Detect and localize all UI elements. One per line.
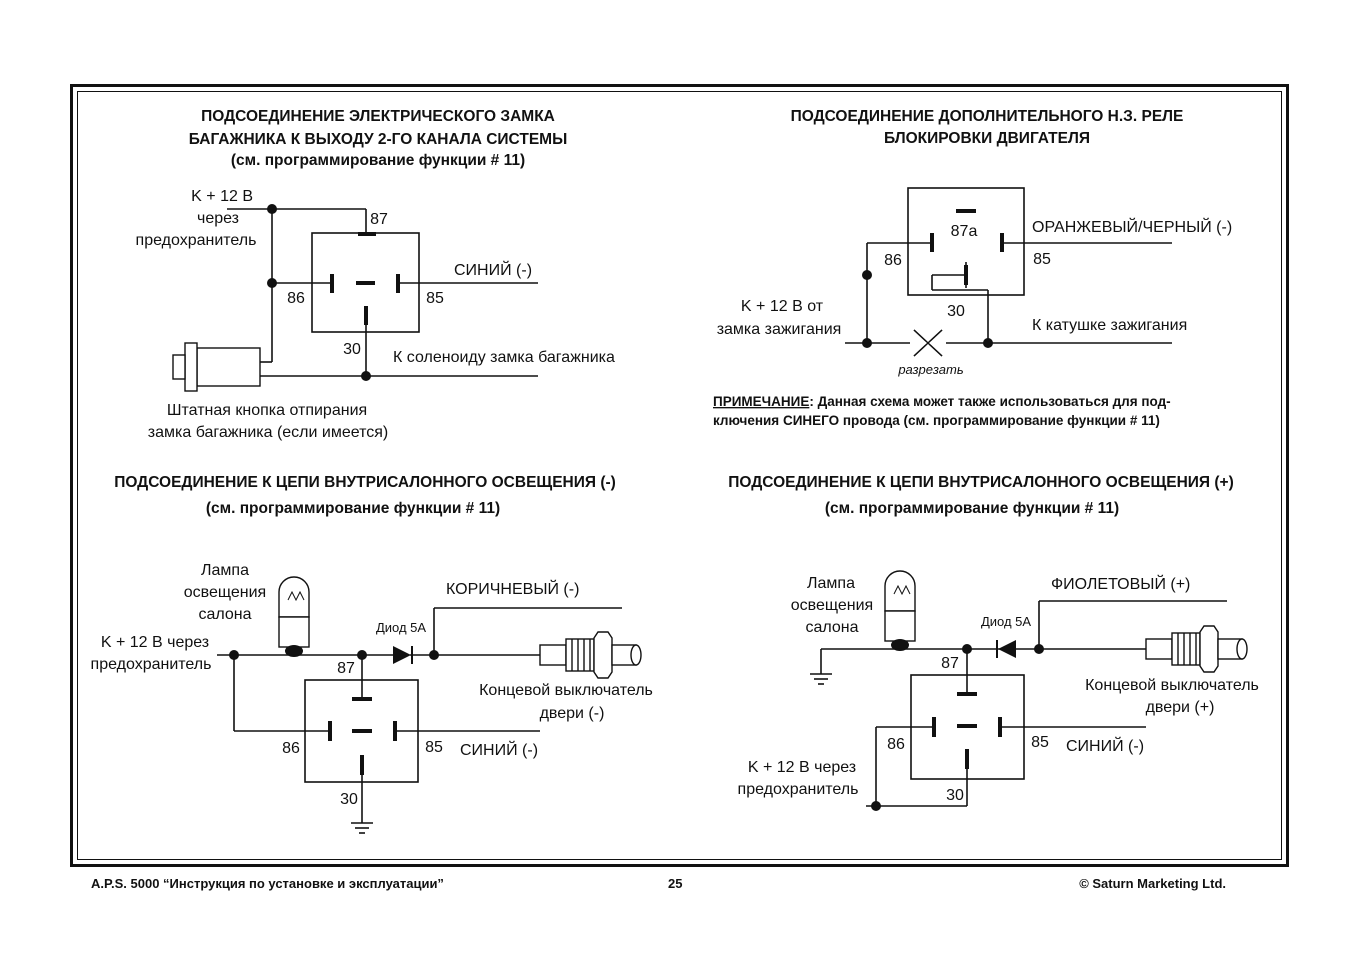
immo-relay-contacts (930, 209, 1004, 285)
trunk-power-label-2: через (197, 210, 239, 227)
light-neg-pin-30: 30 (340, 791, 358, 808)
light-pos-pin-87: 87 (941, 655, 959, 672)
trunk-junctions (267, 204, 371, 381)
trunk-title-line-1: ПОДСОЕДИНЕНИЕ ЭЛЕКТРИЧЕСКОГО ЗАМКА (201, 108, 555, 125)
immo-junctions (862, 270, 993, 348)
light-neg-switch-label-2: двери (-) (540, 705, 605, 722)
light-pos-relay-body (910, 674, 1025, 780)
immo-note-line-1: ПРИМЕЧАНИЕ: Данная схема может также исп… (713, 394, 1171, 409)
immo-title-line-1: ПОДСОЕДИНЕНИЕ ДОПОЛНИТЕЛЬНОГО Н.З. РЕЛЕ (791, 108, 1184, 125)
light-pos-junctions (871, 644, 1044, 811)
page-frame-inner (77, 91, 1282, 860)
light-neg-wires (217, 607, 622, 834)
trunk-power-label-3: предохранитель (136, 232, 257, 249)
immo-power-label-1: K + 12 В от (741, 298, 824, 315)
light-pos-wire-blue: СИНИЙ (-) (1066, 736, 1144, 755)
trunk-relay-contacts (330, 232, 400, 325)
light-pos-lamp-label-3: салона (805, 619, 858, 636)
immo-pin-86: 86 (884, 252, 902, 269)
light-neg-door-switch-icon (539, 631, 642, 679)
immo-pin-85: 85 (1033, 251, 1051, 268)
trunk-button-label-1: Штатная кнопка отпирания (167, 402, 367, 419)
light-pos-switch-label-2: двери (+) (1146, 699, 1215, 716)
immo-title-line-2: БЛОКИРОВКИ ДВИГАТЕЛЯ (884, 130, 1090, 147)
trunk-title-line-3: (см. программирование функции # 11) (231, 152, 525, 169)
footer-manual-title: A.P.S. 5000 “Инструкция по установке и э… (91, 876, 444, 891)
light-pos-lamp-icon (884, 570, 916, 651)
light-pos-pin-85: 85 (1031, 734, 1049, 751)
immo-pin-30: 30 (947, 303, 965, 320)
light-neg-diode-icon (393, 646, 413, 664)
immo-note-text-1: : Данная схема может также использоватьс… (809, 394, 1170, 409)
page-frame-outer (70, 84, 1289, 867)
immo-cut-label: разрезать (897, 362, 963, 377)
footer-copyright: © Saturn Marketing Ltd. (1079, 876, 1226, 891)
light-pos-subtitle: (см. программирование функции # 11) (825, 500, 1119, 517)
light-pos-diode-label: Диод 5А (981, 614, 1031, 629)
light-pos-switch-label-1: Концевой выключатель (1085, 677, 1259, 694)
immo-note-label: ПРИМЕЧАНИЕ (713, 394, 809, 409)
light-neg-relay-body (304, 679, 419, 783)
light-pos-lamp-label-1: Лампа (807, 575, 855, 592)
trunk-section: ПОДСОЕДИНЕНИЕ ЭЛЕКТРИЧЕСКОГО ЗАМКА БАГАЖ… (136, 108, 615, 441)
light-pos-wire-violet: ФИОЛЕТОВЫЙ (+) (1051, 574, 1190, 593)
trunk-wire-blue: СИНИЙ (-) (454, 260, 532, 279)
light-pos-door-switch-icon (1145, 625, 1248, 673)
light-neg-subtitle: (см. программирование функции # 11) (206, 500, 500, 517)
trunk-pin-87: 87 (370, 211, 388, 228)
trunk-button-label-2: замка багажника (если имеется) (148, 424, 388, 441)
light-neg-lamp-icon (278, 576, 310, 657)
light-neg-lamp-label-2: освещения (184, 584, 266, 601)
light-neg-power-label-2: предохранитель (91, 656, 212, 673)
light-neg-diode-label: Диод 5А (376, 620, 426, 635)
immobilizer-section: ПОДСОЕДИНЕНИЕ ДОПОЛНИТЕЛЬНОГО Н.З. РЕЛЕ … (713, 108, 1232, 428)
light-pos-lamp-label-2: освещения (791, 597, 873, 614)
trunk-pin-86: 86 (287, 290, 305, 307)
light-neg-switch-label-1: Концевой выключатель (479, 682, 653, 699)
immo-note-line-2: ключения СИНЕГО провода (см. программиро… (713, 413, 1160, 428)
immo-pin-87a: 87a (951, 223, 978, 240)
light-neg-power-label-1: K + 12 В через (101, 634, 209, 651)
immo-relay-body (907, 187, 1025, 296)
light-neg-junctions (229, 650, 439, 660)
immo-coil-label: К катушке зажигания (1032, 317, 1187, 334)
light-pos-pin-86: 86 (887, 736, 905, 753)
footer-page-number: 25 (668, 876, 683, 891)
light-negative-section: ПОДСОЕДИНЕНИЕ К ЦЕПИ ВНУТРИСАЛОННОГО ОСВ… (91, 474, 653, 834)
trunk-wire-solenoid: К соленоиду замка багажника (393, 349, 615, 366)
trunk-power-label-1: K + 12 В (191, 188, 253, 205)
immo-power-label-2: замка зажигания (717, 321, 842, 338)
trunk-pin-30: 30 (343, 341, 361, 358)
trunk-button-icon (172, 342, 261, 392)
light-pos-power-label-2: предохранитель (738, 781, 859, 798)
light-neg-wire-blue: СИНИЙ (-) (460, 740, 538, 759)
light-neg-lamp-label-1: Лампа (201, 562, 249, 579)
light-pos-title: ПОДСОЕДИНЕНИЕ К ЦЕПИ ВНУТРИСАЛОННОГО ОСВ… (728, 474, 1234, 491)
trunk-pin-85: 85 (426, 290, 444, 307)
light-neg-pin-87: 87 (337, 660, 355, 677)
light-neg-title: ПОДСОЕДИНЕНИЕ К ЦЕПИ ВНУТРИСАЛОННОГО ОСВ… (114, 474, 616, 491)
light-neg-wire-brown: КОРИЧНЕВЫЙ (-) (446, 579, 579, 598)
light-pos-pin-30: 30 (946, 787, 964, 804)
light-pos-diode-icon (996, 640, 1016, 658)
light-pos-power-label-1: K + 12 В через (748, 759, 856, 776)
immo-wire-orange-black: ОРАНЖЕВЫЙ/ЧЕРНЫЙ (-) (1032, 217, 1232, 236)
light-positive-section: ПОДСОЕДИНЕНИЕ К ЦЕПИ ВНУТРИСАЛОННОГО ОСВ… (728, 474, 1259, 811)
trunk-title-line-2: БАГАЖНИКА К ВЫХОДУ 2-ГО КАНАЛА СИСТЕМЫ (189, 131, 568, 148)
light-neg-lamp-label-3: салона (198, 606, 251, 623)
light-neg-pin-86: 86 (282, 740, 300, 757)
light-pos-relay-contacts (932, 692, 1002, 769)
light-neg-pin-85: 85 (425, 739, 443, 756)
light-neg-relay-contacts (328, 697, 397, 775)
